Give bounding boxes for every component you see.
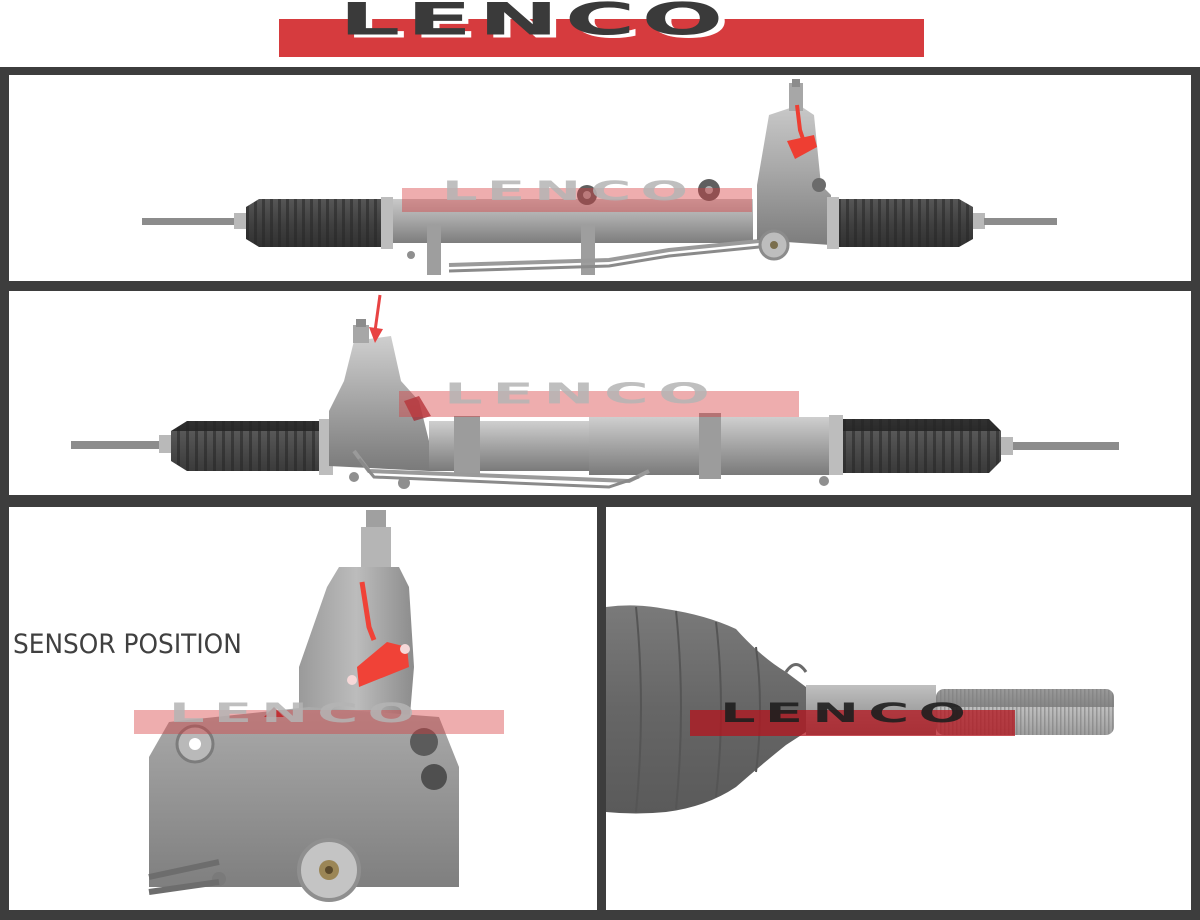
steering-rack-image [71, 294, 1119, 489]
frame-divider-vertical [597, 495, 606, 920]
tie-rod-closeup [606, 605, 1114, 814]
panel-rack-front: LENCO [9, 75, 1191, 281]
pinion-housing-closeup [148, 510, 459, 902]
frame-divider-1 [0, 281, 1200, 291]
panel-sensor-detail: SENSOR POSITION LENCO [9, 507, 597, 910]
sensor-position-label: SENSOR POSITION [13, 629, 242, 660]
steering-rack-image [142, 79, 1057, 275]
frame-right-border [1191, 67, 1200, 920]
brand-logo: LENCO [279, 0, 924, 58]
frame-top-border [0, 67, 1200, 76]
panel-tie-rod-detail: LENCO [606, 507, 1191, 910]
logo-red-band [279, 19, 924, 57]
logo-wordmark: LENCO [339, 0, 730, 46]
frame-left-border [0, 67, 9, 920]
panel-rack-rear: LENCO [9, 291, 1191, 495]
